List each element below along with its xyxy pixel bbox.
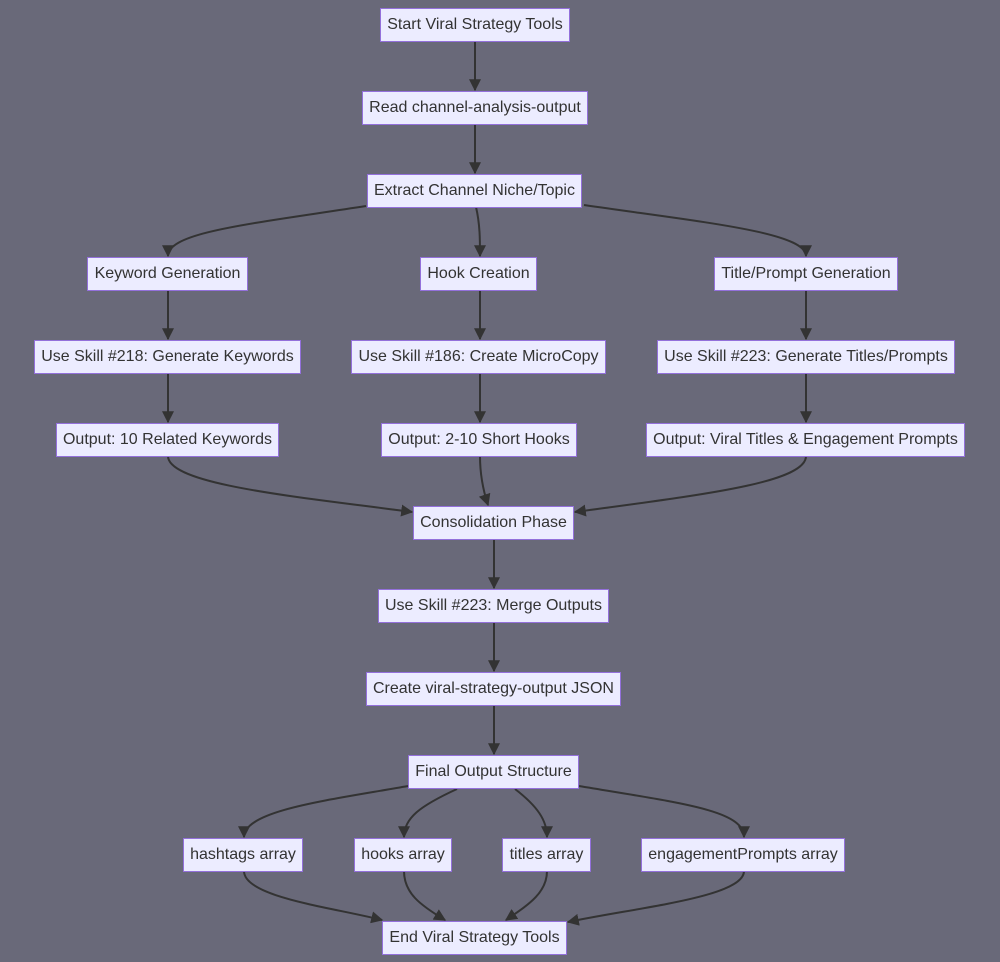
node-out-keywords: Output: 10 Related Keywords: [56, 423, 279, 457]
edge-extract-to-keyword: [162, 205, 367, 258]
node-title: Title/Prompt Generation: [714, 257, 898, 291]
node-merge: Use Skill #223: Merge Outputs: [378, 589, 609, 623]
node-extract: Extract Channel Niche/Topic: [367, 174, 582, 208]
node-keyword: Keyword Generation: [87, 257, 248, 291]
node-skill223a: Use Skill #223: Generate Titles/Prompts: [657, 340, 955, 374]
node-read: Read channel-analysis-output: [362, 91, 588, 125]
edge-hashtags-to-end: [243, 870, 384, 924]
edge-final-to-titlesArr: [514, 788, 553, 839]
edge-final-to-hashtags: [238, 785, 409, 839]
node-hook: Hook Creation: [420, 257, 537, 291]
edge-extract-to-hook: [473, 206, 486, 258]
node-out-titles: Output: Viral Titles & Engagement Prompt…: [646, 423, 965, 457]
edge-titlesArr-to-end: [505, 870, 548, 921]
node-start: Start Viral Strategy Tools: [380, 8, 570, 42]
node-final: Final Output Structure: [408, 755, 579, 789]
edge-engagement-to-end: [566, 870, 745, 926]
node-skill218: Use Skill #218: Generate Keywords: [34, 340, 301, 374]
node-engagement: engagementPrompts array: [641, 838, 845, 872]
edge-extract-to-title: [583, 204, 812, 258]
node-create-json: Create viral-strategy-output JSON: [366, 672, 621, 706]
node-titles-array: titles array: [502, 838, 591, 872]
node-consolidation: Consolidation Phase: [413, 506, 574, 540]
edge-hooksArr-to-end: [403, 870, 447, 921]
edge-outTitles-to-consolidation: [573, 455, 807, 517]
node-hooks-array: hooks array: [354, 838, 452, 872]
node-skill186: Use Skill #186: Create MicroCopy: [351, 340, 606, 374]
node-out-hooks: Output: 2-10 Short Hooks: [381, 423, 577, 457]
edge-final-to-hooksArr: [398, 788, 458, 839]
edge-outKeywords-to-consolidation: [167, 455, 414, 517]
edge-outHooks-to-consolidation: [478, 455, 491, 507]
node-hashtags: hashtags array: [183, 838, 303, 872]
node-end: End Viral Strategy Tools: [382, 921, 567, 955]
edge-final-to-engagement: [578, 785, 750, 839]
